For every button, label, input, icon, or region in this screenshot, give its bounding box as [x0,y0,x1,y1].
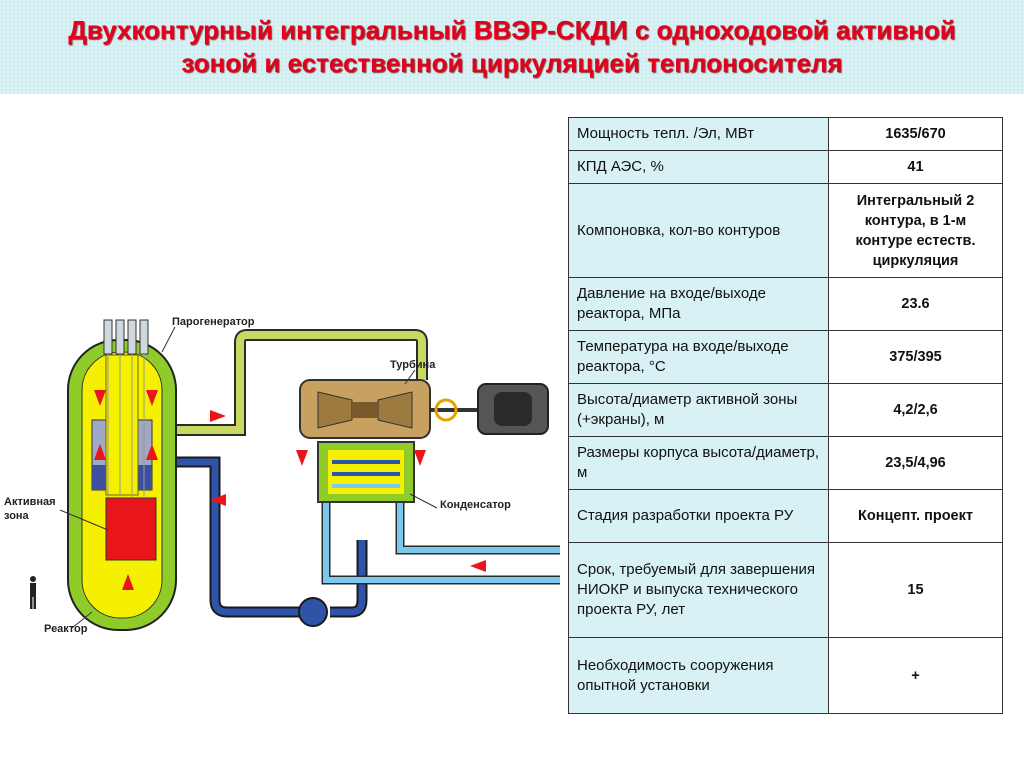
param-label: Размеры корпуса высота/диаметр, м [568,436,829,490]
table-row: Температура на входе/выходе реактора, °C… [568,330,1003,384]
human-scale-icon [30,576,36,609]
label-steam-generator: Парогенератор [172,316,255,328]
reactor-diagram: Парогенератор Турбина Активная зона Конд… [4,316,560,635]
title-line-2: зоной и естественной циркуляцией теплоно… [181,48,843,78]
param-label: КПД АЭС, % [568,150,829,184]
param-label: Стадия разработки проекта РУ [568,489,829,543]
shaft-rotation-icon [434,398,458,422]
param-label: Компоновка, кол-во контуров [568,183,829,278]
generator [477,383,549,435]
param-value: 4,2/2,6 [828,383,1003,437]
param-value: 41 [828,150,1003,184]
flow-arrows [94,390,486,590]
label-active-zone-line1: Активная [4,496,56,508]
param-label: Мощность тепл. /Эл, МВт [568,117,829,151]
param-value: 23,5/4,96 [828,436,1003,490]
param-label: Температура на входе/выходе реактора, °C [568,330,829,384]
param-value: 1635/670 [828,117,1003,151]
title-banner: Двухконтурный интегральный ВВЭР-СКДИ с о… [0,0,1024,94]
page-title: Двухконтурный интегральный ВВЭР-СКДИ с о… [0,14,1024,80]
param-value: 375/395 [828,330,1003,384]
label-turbine: Турбина [390,359,436,371]
table-row: Срок, требуемый для завершения НИОКР и в… [568,542,1003,638]
feedwater-pipe [170,456,300,618]
label-active-zone-line2: зона [4,510,30,522]
turbine [299,379,480,439]
active-core [105,497,157,561]
title-line-1: Двухконтурный интегральный ВВЭР-СКДИ с о… [68,15,956,45]
label-reactor: Реактор [44,623,88,635]
param-value: Интегральный 2 контура, в 1-м контуре ес… [828,183,1003,278]
param-value: + [828,637,1003,714]
control-rods [103,319,149,498]
table-row: КПД АЭС, %41 [568,150,1003,184]
label-condenser: Конденсатор [440,499,511,511]
param-value: 23.6 [828,277,1003,331]
table-row: Высота/диаметр активной зоны (+экраны), … [568,383,1003,437]
param-label: Давление на входе/выходе реактора, МПа [568,277,829,331]
param-value: 15 [828,542,1003,638]
condenser [317,441,415,503]
param-label: Высота/диаметр активной зоны (+экраны), … [568,383,829,437]
reactor-vessel [67,339,177,631]
param-label: Срок, требуемый для завершения НИОКР и в… [568,542,829,638]
param-value: Концепт. проект [828,489,1003,543]
param-label: Необходимость сооружения опытной установ… [568,637,829,714]
table-row: Необходимость сооружения опытной установ… [568,637,1003,714]
feed-pump [298,597,328,627]
